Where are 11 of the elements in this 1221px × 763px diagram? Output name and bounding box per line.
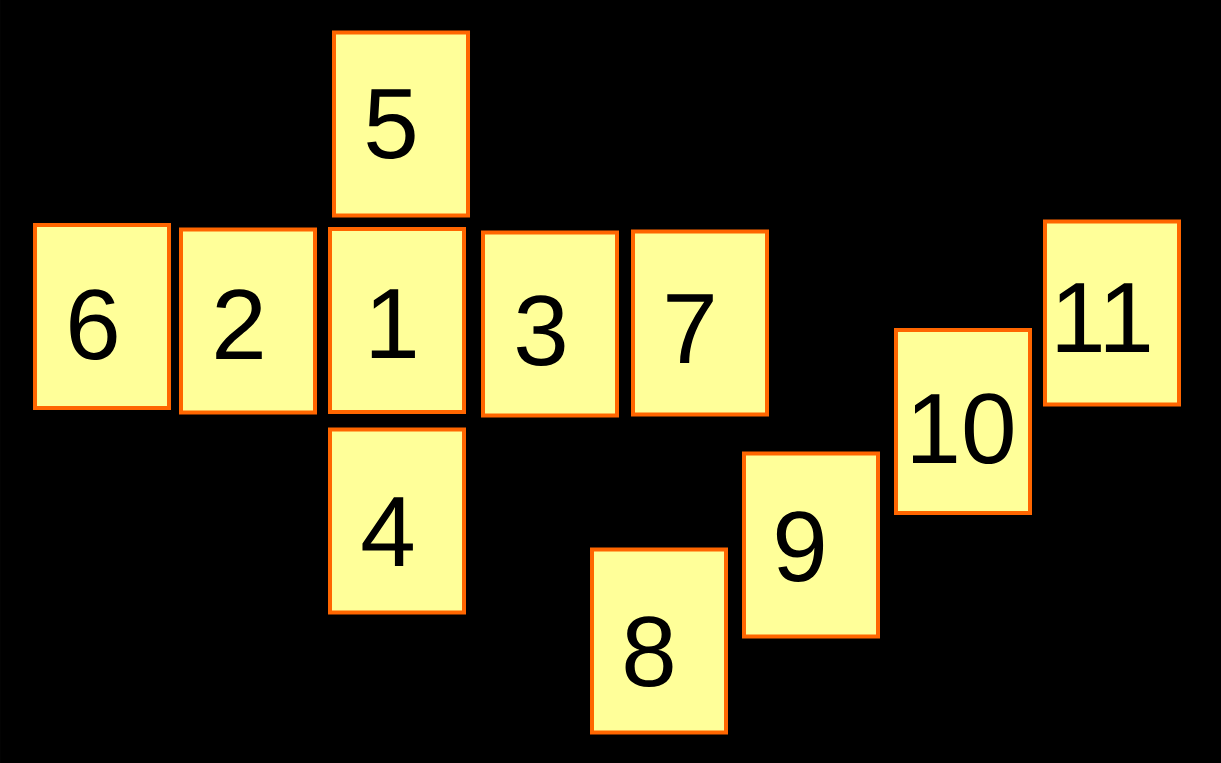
- number-card: 10: [894, 328, 1032, 515]
- number-card: 7: [631, 229, 769, 417]
- number-card: 11: [1043, 219, 1181, 407]
- number-card: 2: [179, 227, 317, 415]
- number-card: 9: [742, 451, 880, 639]
- number-card: 1: [328, 227, 466, 414]
- number-card: 6: [33, 223, 171, 410]
- number-card: 8: [590, 547, 728, 735]
- number-card: 3: [481, 230, 619, 418]
- number-card: 4: [328, 427, 466, 615]
- number-card: 5: [332, 30, 470, 218]
